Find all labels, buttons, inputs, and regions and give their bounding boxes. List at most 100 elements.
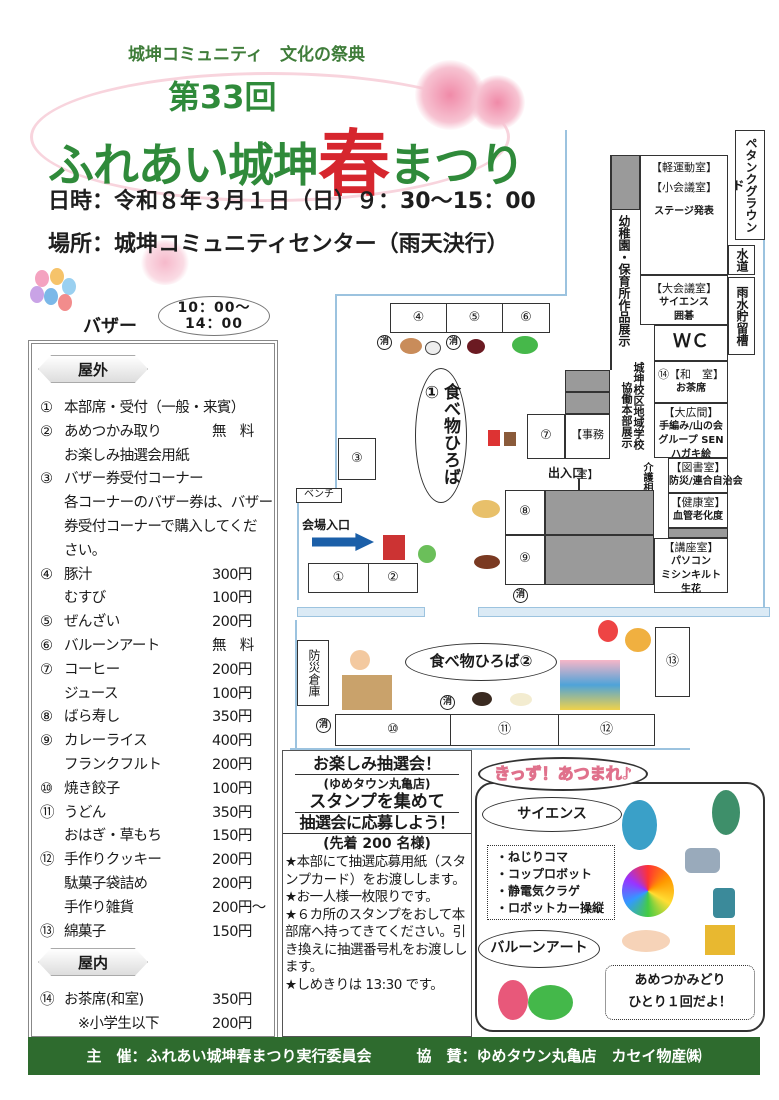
booth-4: ④	[390, 303, 447, 333]
item-number: ⑬	[40, 923, 55, 940]
science-item: ・静電気クラゲ	[496, 884, 581, 898]
item-name: 各コーナーのバザー券は、バザー	[64, 495, 273, 512]
list-item: 各コーナーのバザー券は、バザー	[40, 491, 274, 512]
item-number: ⑦	[40, 661, 53, 678]
item-number: ②	[40, 423, 53, 440]
event-datetime: 日時：令和８年３月１日（日）９：30～15：00	[48, 189, 536, 214]
lottery-notes: ★本部にて抽選応募用紙（スタンプカード）をお渡しします。★お一人様一枚限りです。…	[283, 854, 471, 994]
booth-6: ⑥	[502, 303, 550, 333]
coffee-icon	[504, 432, 516, 446]
science-items: ・ねじりコマ・コップロボット・静電気クラゲ・ロボットカー操縦	[487, 845, 615, 920]
room-activity: 手編み/山の会	[659, 421, 723, 432]
title-part: まつり	[389, 138, 525, 192]
bazaar-start: 10：00～	[177, 300, 251, 316]
restroom: ＷＣ	[654, 325, 728, 361]
item-price: 350円	[212, 709, 252, 726]
science-label: サイエンス	[482, 797, 622, 832]
flower-icon	[470, 75, 525, 130]
item-price: 150円	[212, 923, 252, 940]
room-activity: 生花	[681, 584, 701, 595]
room-activity: 血管老化度	[673, 511, 723, 522]
curry-icon	[474, 555, 500, 569]
room-jimu: 【事務室】	[565, 414, 610, 481]
item-price: 400円	[212, 733, 252, 750]
lottery-note: ★本部にて抽選応募用紙（スタンプカード）をお渡しします。	[285, 854, 466, 888]
item-price: 100円	[212, 590, 252, 607]
robot-car-icon	[685, 848, 720, 873]
item-number: ⑧	[40, 709, 53, 726]
item-name: ジュース	[64, 685, 118, 702]
balloons-icon	[30, 268, 80, 338]
booth-13: ⑬	[655, 627, 690, 697]
lottery-head-1: スタンプを集めて	[295, 792, 459, 813]
item-name: 手作り雑貨	[64, 899, 134, 916]
lottery-panel: お楽しみ抽選会！ (ゆめタウン丸亀店) スタンプを集めて 抽選会に応募しよう！ …	[282, 750, 472, 1037]
item-name: ぜんざい	[64, 614, 120, 631]
balloon-poodle-pink-icon	[498, 980, 528, 1020]
item-name: 豚汁	[64, 566, 92, 583]
ohagi-icon	[472, 692, 492, 706]
item-price: 無 料	[212, 638, 254, 654]
room-activity: パソコン	[671, 556, 711, 567]
title-decoration	[30, 72, 510, 202]
item-price: 200円	[212, 1015, 252, 1032]
gyoza-icon	[342, 675, 392, 710]
room-dai: 【大会議室】サイエンス囲碁	[640, 275, 728, 325]
lottery-note: ★お一人様一枚限りです。	[285, 889, 439, 905]
item-number: ①	[40, 400, 53, 416]
robot-icon	[713, 888, 735, 918]
room-name: 【軽運動室】	[651, 161, 717, 174]
room-activity: ハガキ絵	[671, 449, 711, 460]
zenzai-icon	[467, 339, 485, 354]
item-name: あめつかみ取り	[64, 423, 162, 440]
list-item: ② あめつかみ取り 無 料	[40, 420, 274, 441]
item-name: 本部席・受付（一般・来賓）	[64, 400, 245, 416]
item-number: ④	[40, 566, 53, 583]
item-name: カレーライス	[64, 733, 148, 750]
child-icon	[418, 545, 436, 563]
room-tosho: 【図書室】防災/連合自治会	[668, 458, 743, 493]
food-plaza-1: 食べ物ひろば①	[415, 368, 467, 503]
room-activity: 囲碁	[674, 311, 694, 322]
item-number: ③	[40, 471, 53, 488]
room-activity: グループ SEN	[658, 435, 724, 446]
udon-icon	[510, 693, 532, 706]
item-number: ⑥	[40, 638, 53, 654]
item-number: ⑭	[40, 992, 55, 1008]
item-price: 100円	[212, 685, 252, 702]
item-name: お茶席(和室)	[64, 992, 144, 1008]
entrance-arrow-icon	[312, 533, 374, 551]
item-name: さい。	[64, 542, 106, 559]
booth-1: ①	[308, 563, 369, 593]
bazaar-label: バザー	[83, 316, 137, 337]
title-haru: 春	[318, 122, 390, 206]
item-price: 200円	[212, 614, 252, 631]
item-name: 券受付コーナーで購入してくだ	[64, 519, 257, 535]
item-name: 手作りクッキー	[64, 852, 162, 869]
page-title: ふれあい城坤春まつり	[48, 105, 525, 210]
room-name: ⑭【和 室】	[658, 368, 724, 381]
event-venue: 場所：城坤コミュニティセンター（雨天決行）	[48, 232, 509, 257]
room-activity: 防災/連合自治会	[669, 476, 743, 487]
fire-extinguisher-icon: 消	[377, 335, 392, 350]
fire-extinguisher-icon: 消	[316, 718, 331, 733]
item-price: 無 料	[212, 423, 254, 440]
lottery-note: ★しめきりは 13:30 です。	[285, 976, 444, 993]
item-name: 焼き餃子	[64, 780, 120, 797]
room-washitsu: ⑭【和 室】お茶席	[654, 361, 728, 403]
item-name: 駄菓子袋詰め	[64, 876, 148, 892]
item-price: 200円	[212, 757, 252, 773]
item-name: うどん	[64, 804, 106, 821]
indoor-label: 屋内	[38, 948, 148, 976]
item-number: ⑨	[40, 733, 53, 750]
item-price: 150円	[212, 828, 252, 845]
bazaar-end: 14：00	[185, 316, 243, 332]
balloon-art-label: バルーンアート	[478, 930, 600, 968]
